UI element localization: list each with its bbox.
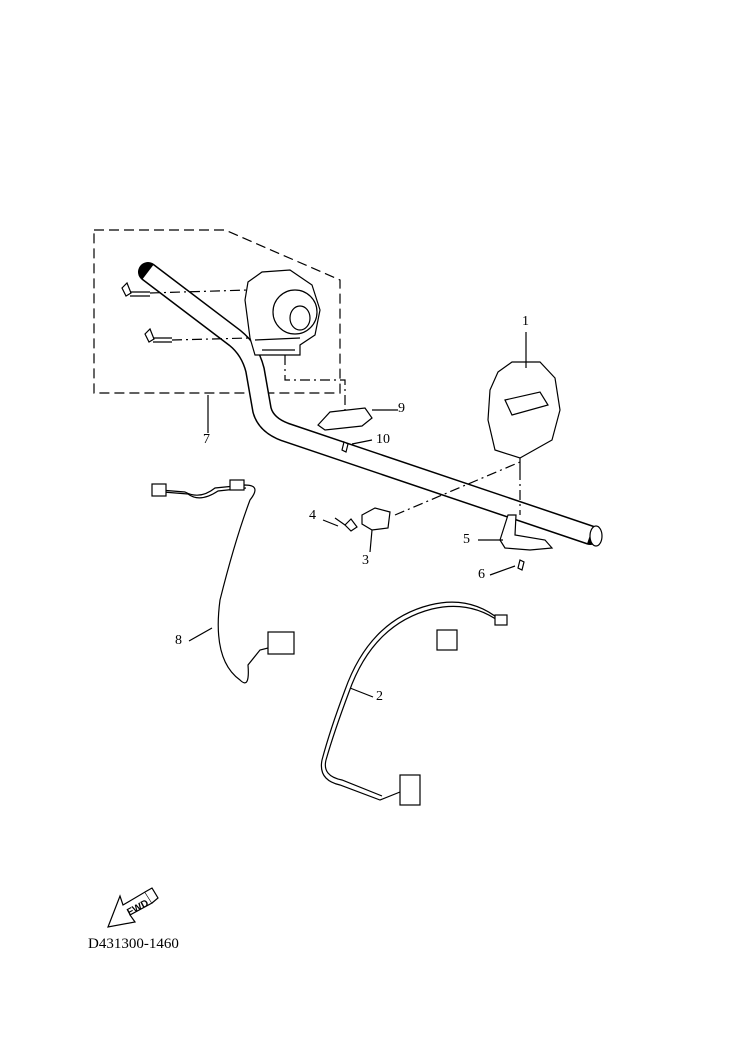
callout-9: 9 xyxy=(398,401,405,416)
callout-8: 8 xyxy=(175,633,182,648)
callout-1: 1 xyxy=(522,314,529,329)
assembly-boundary xyxy=(93,229,341,394)
callout-7: 7 xyxy=(203,432,210,447)
bracket-5 xyxy=(499,514,554,551)
harness-2 xyxy=(320,601,508,806)
right-handlebar-switch xyxy=(487,361,561,470)
fwd-arrow-icon xyxy=(107,887,159,928)
plate-9 xyxy=(317,407,373,431)
handlebar xyxy=(138,262,603,547)
clamp-3 xyxy=(361,507,391,531)
callout-4: 4 xyxy=(309,508,316,523)
diagram-code: D431300-1460 xyxy=(88,936,179,952)
harness-8 xyxy=(151,479,295,684)
left-handlebar-switch xyxy=(244,269,321,356)
screws xyxy=(121,281,525,571)
leader-lines xyxy=(188,332,527,698)
callout-5: 5 xyxy=(463,532,470,547)
callout-6: 6 xyxy=(478,567,485,582)
callout-2: 2 xyxy=(376,689,383,704)
callout-3: 3 xyxy=(362,553,369,568)
callout-10: 10 xyxy=(376,432,390,447)
